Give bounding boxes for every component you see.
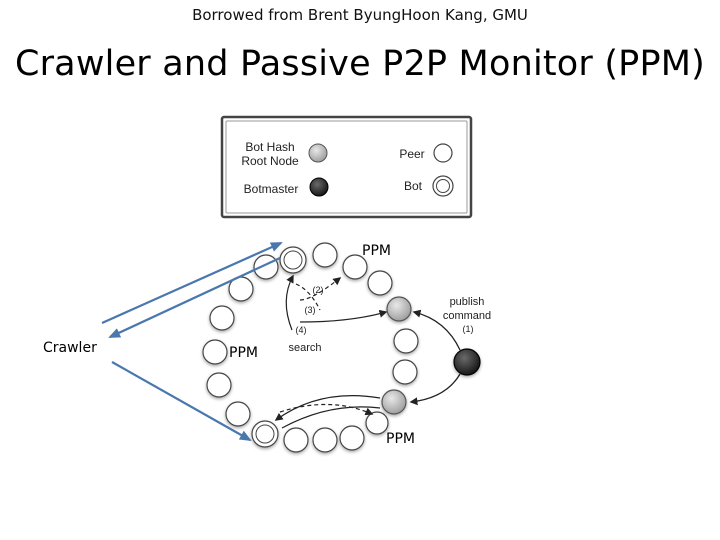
- peer-node: [392, 359, 418, 385]
- step-2-label: (2): [313, 285, 324, 295]
- publish-label: publish: [450, 296, 485, 308]
- legend-root-node-icon: [308, 143, 328, 163]
- peer-node: [312, 427, 338, 453]
- command-label: command: [443, 310, 491, 322]
- bot-node-top: [279, 246, 307, 274]
- slide-title: Crawler and Passive P2P Monitor (PPM): [14, 44, 706, 84]
- peer-node: [365, 411, 389, 435]
- legend-botmaster-icon: [309, 177, 329, 197]
- peer-node: [206, 372, 232, 398]
- crawler-arrow-out-top: [101, 241, 283, 325]
- root-node-upper: [386, 296, 412, 322]
- crawler-arrow-in-top: [108, 257, 281, 338]
- legend-botmaster-label: Botmaster: [244, 182, 299, 196]
- crawler-arrow-out-bottom: [111, 361, 252, 441]
- root-node-lower: [381, 389, 407, 415]
- botmaster-node: [453, 348, 481, 376]
- ppm-label-bottom: PPM: [386, 431, 415, 447]
- peer-node: [339, 425, 365, 451]
- peer-node: [209, 305, 235, 331]
- peer-node: [253, 254, 279, 280]
- legend-peer-icon: [433, 143, 453, 163]
- crawler-label: Crawler: [43, 340, 97, 356]
- search-arrows-bottom: [274, 395, 381, 429]
- step-1-label: (1): [463, 324, 474, 334]
- search-label: search: [288, 342, 321, 354]
- ppm-label-top: PPM: [362, 243, 391, 259]
- publish-command-arrows: [409, 309, 461, 406]
- legend-bot-hash-label: Bot Hash: [245, 140, 294, 154]
- slide-credit: Borrowed from Brent ByungHoon Kang, GMU: [192, 6, 528, 24]
- peer-node: [312, 242, 338, 268]
- ppm-label-left: PPM: [229, 345, 258, 361]
- legend-box: Bot Hash Root Node Botmaster Peer Bot: [220, 115, 473, 219]
- peer-node: [342, 254, 368, 280]
- legend-peer-label: Peer: [399, 147, 424, 161]
- step-4-label: (4): [296, 325, 307, 335]
- bot-node-bottom: [251, 420, 279, 448]
- peer-node: [367, 270, 393, 296]
- legend-root-node-label: Root Node: [241, 154, 299, 168]
- crawler-arrows: [101, 241, 283, 441]
- legend-bot-label: Bot: [404, 179, 423, 193]
- peer-node: [202, 339, 228, 365]
- step-3-label: (3): [305, 305, 316, 315]
- peer-node: [225, 401, 251, 427]
- search-arrows-top: [285, 274, 388, 331]
- peer-ring: [202, 242, 481, 453]
- peer-node: [283, 427, 309, 453]
- peer-node: [393, 328, 419, 354]
